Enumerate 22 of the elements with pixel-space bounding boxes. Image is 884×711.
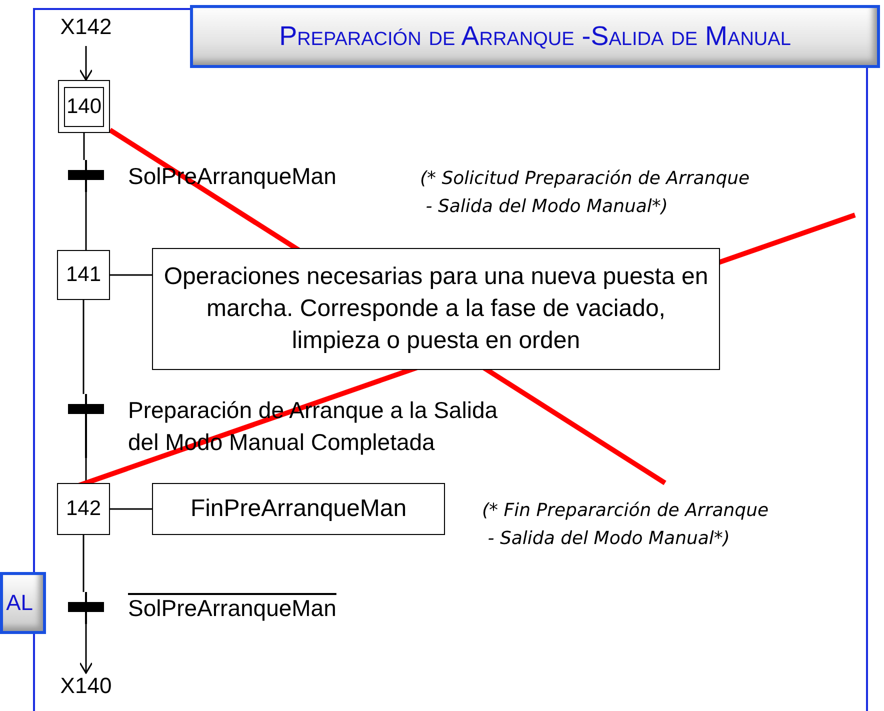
connector-line <box>82 535 84 592</box>
step-box: 141 <box>57 250 110 300</box>
title-banner: Preparación de Arranque -Salida de Manual <box>190 5 880 68</box>
comment-text: (* Solicitud Preparación de Arranque - Salida del Modo Manual*) <box>420 167 751 219</box>
step-box: 142 <box>57 483 110 535</box>
arrow <box>79 624 93 674</box>
link-label: X140 <box>60 673 112 705</box>
comment-text: (* Fin Prepararción de Arranque - Salida del Modo Manual*) <box>482 499 770 551</box>
link-label: X142 <box>60 14 112 46</box>
arrow <box>79 46 93 81</box>
connector-line <box>110 508 152 510</box>
tab-button: AL <box>0 572 46 634</box>
connector-line <box>85 192 87 250</box>
step-number: 140 <box>64 86 104 126</box>
initial-step-box <box>58 80 110 133</box>
action-box: Operaciones necesarias para una nueva puesta en marcha. Corresponde a la fase de vaciado, limpieza o puesta en orden <box>152 248 720 370</box>
action-box: FinPreArranqueMan <box>152 483 445 535</box>
connector-line <box>83 133 85 160</box>
connector-line <box>82 300 84 394</box>
connector-line <box>110 274 152 276</box>
transition-condition: SolPreArranqueMan <box>128 594 338 623</box>
connector-line <box>85 458 87 483</box>
